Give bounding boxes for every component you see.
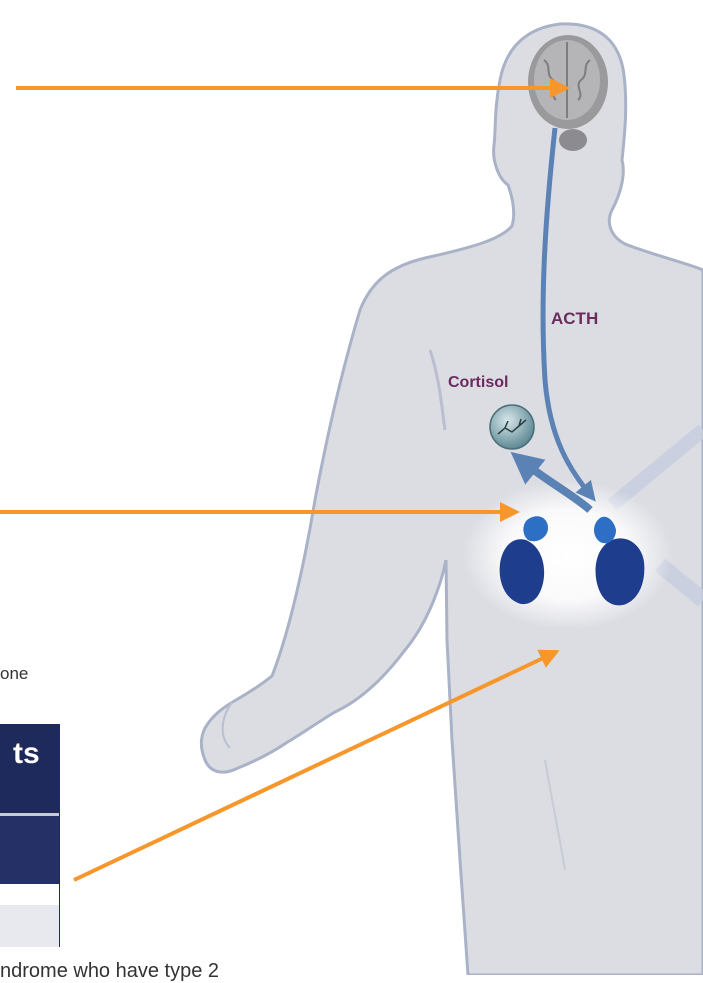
table-header-text: ts bbox=[13, 737, 40, 771]
table-row bbox=[0, 905, 59, 947]
table-header: ts bbox=[0, 725, 59, 813]
left-text-fragment: one bbox=[0, 664, 28, 684]
table-fragment: ts bbox=[0, 724, 60, 947]
cortisol-molecule-icon bbox=[490, 405, 534, 449]
bottom-text-fragment: ndrome who have type 2 bbox=[0, 960, 219, 983]
acth-label: ACTH bbox=[551, 309, 598, 329]
table-subheader bbox=[0, 816, 59, 884]
cortisol-label: Cortisol bbox=[448, 374, 508, 392]
